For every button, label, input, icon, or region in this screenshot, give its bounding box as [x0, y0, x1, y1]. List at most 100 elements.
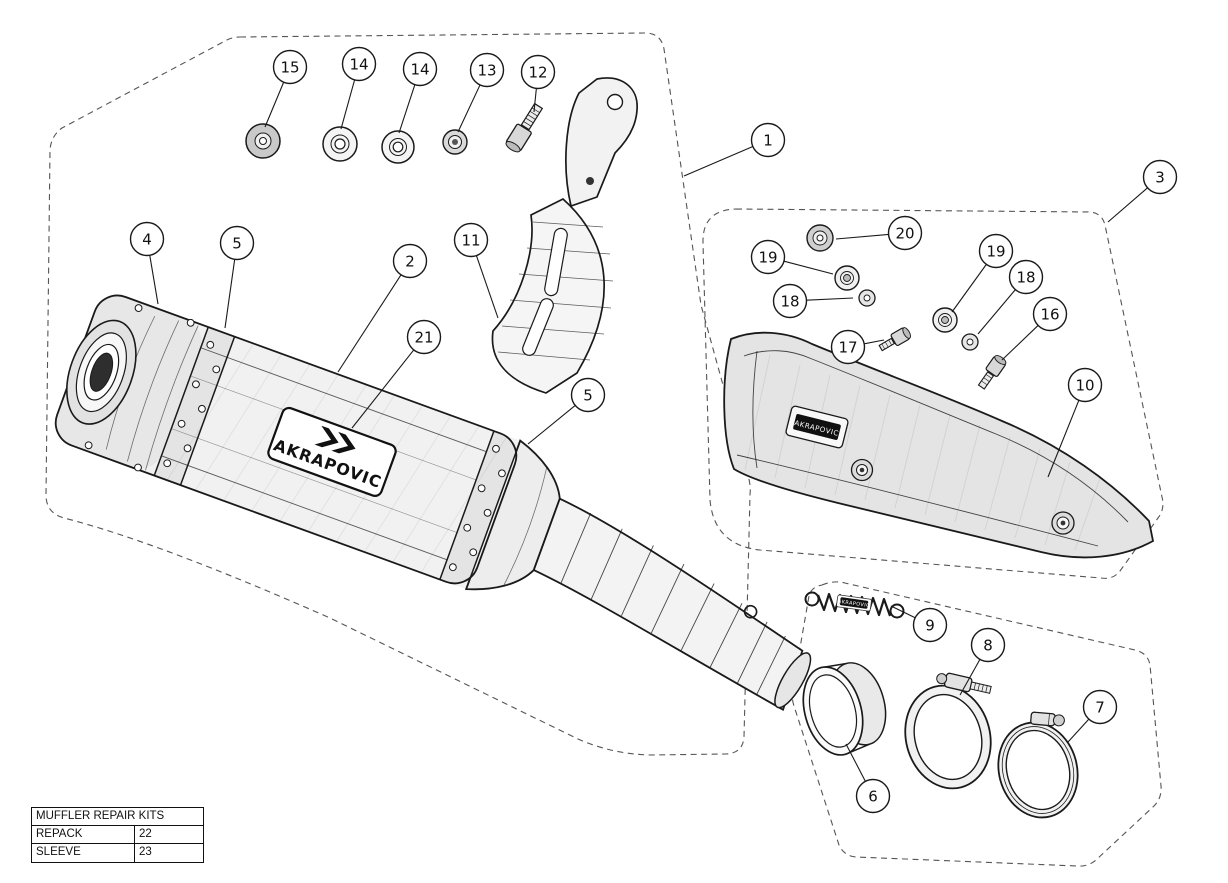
leader-line [1067, 718, 1090, 743]
leader-line [337, 274, 402, 373]
leader-line [845, 743, 866, 782]
leader-line [890, 605, 916, 619]
callout-5: 5 [219, 225, 255, 329]
washer-18-b [961, 333, 979, 351]
table-title: MUFFLER REPAIR KITS [32, 808, 203, 826]
leader-line [457, 84, 481, 133]
leader-line [264, 82, 285, 128]
kit-name: REPACK [32, 826, 135, 843]
washer-14-b [381, 130, 415, 164]
callout-number: 18 [780, 293, 799, 311]
callout-circle [912, 607, 948, 643]
spring-hook-ring [743, 604, 758, 619]
spring-9: AKRAPOVIC [804, 591, 905, 619]
callout-17: 17 [830, 329, 885, 365]
callout-circle [129, 221, 165, 257]
callout-2: 2 [337, 243, 428, 373]
callout-number: 18 [1016, 269, 1035, 287]
callout-1: 1 [683, 122, 786, 177]
washer-14-a [322, 126, 358, 162]
bolt-17 [878, 327, 911, 352]
leader-line [683, 145, 754, 177]
leader-line [783, 260, 834, 275]
callout-circle [750, 239, 786, 275]
sleeve-6 [802, 662, 887, 756]
callout-circle [970, 627, 1006, 663]
callout-number: 5 [583, 387, 593, 405]
callout-8: 8 [959, 627, 1006, 696]
callout-circle [469, 52, 505, 88]
leader-line [351, 349, 415, 429]
leader-line [224, 259, 236, 329]
callout-number: 8 [983, 637, 993, 655]
clamp-8 [904, 672, 992, 790]
callout-7: 7 [1067, 689, 1118, 743]
callout-number: 19 [758, 249, 777, 267]
washer-18-a [858, 289, 876, 307]
callout-6: 6 [845, 743, 891, 814]
callout-circle [1142, 159, 1178, 195]
muffler-assembly: AKRAPOVIC [54, 294, 812, 712]
callout-number: 1 [763, 132, 773, 150]
kit-number: 22 [139, 828, 152, 840]
callout-19: 19 [750, 239, 834, 275]
callout-14: 14 [398, 51, 438, 134]
callout-number: 19 [986, 243, 1005, 261]
callout-18: 18 [772, 283, 854, 319]
callout-circle [978, 233, 1014, 269]
leader-line [864, 339, 885, 345]
leader-line [1047, 400, 1080, 478]
heat-shield: AKRAPOVIC [723, 331, 1155, 559]
callout-number: 5 [232, 235, 242, 253]
callout-number: 14 [349, 56, 368, 74]
shield-grommet-right [1051, 511, 1075, 535]
callout-16: 16 [1001, 296, 1068, 361]
callout-18: 18 [977, 259, 1044, 335]
leader-line [806, 297, 854, 301]
callout-circle [1032, 296, 1068, 332]
callout-number: 2 [405, 253, 415, 271]
callout-circle [1008, 259, 1044, 295]
callout-circle [392, 243, 428, 279]
washer-15 [245, 123, 281, 159]
bolt-16 [977, 355, 1007, 390]
callout-5: 5 [527, 377, 606, 445]
leader-line [149, 255, 159, 305]
region-outline-bracket-kit [702, 208, 1164, 579]
callout-number: 11 [461, 232, 480, 250]
callout-number: 21 [414, 329, 433, 347]
callout-number: 6 [868, 788, 878, 806]
callout-number: 20 [895, 225, 914, 243]
washer-20 [806, 224, 834, 252]
callout-number: 17 [838, 339, 857, 357]
callout-circle [219, 225, 255, 261]
leader-line [475, 255, 499, 319]
clamp-7 [997, 711, 1079, 819]
callout-circle [830, 329, 866, 365]
callout-number: 9 [925, 617, 935, 635]
leader-line [835, 233, 889, 240]
callout-circle [1067, 367, 1103, 403]
callout-3: 3 [1107, 159, 1178, 223]
callout-circle [570, 377, 606, 413]
leader-line [1001, 325, 1039, 361]
leader-line [533, 88, 537, 113]
table-row-repack: REPACK 22 [32, 826, 203, 844]
muffler-outlet [66, 319, 137, 425]
callout-circle [750, 122, 786, 158]
muffler-repair-kits-table: MUFFLER REPAIR KITS REPACK 22 SLEEVE 23 [31, 807, 204, 863]
leader-line [527, 405, 576, 445]
callout-number: 16 [1040, 306, 1059, 324]
table-row-sleeve: SLEEVE 23 [32, 844, 203, 862]
callout-9: 9 [890, 605, 948, 643]
callout-10: 10 [1047, 367, 1103, 478]
washer-19-a [834, 265, 860, 291]
callout-circle [272, 49, 308, 85]
callout-number: 4 [142, 231, 152, 249]
callout-circle [402, 51, 438, 87]
hanger-bracket [565, 77, 638, 208]
region-outline-muffler-kit [45, 32, 751, 756]
callout-circle [520, 54, 556, 90]
callout-11: 11 [453, 222, 499, 319]
callout-circle [453, 222, 489, 258]
